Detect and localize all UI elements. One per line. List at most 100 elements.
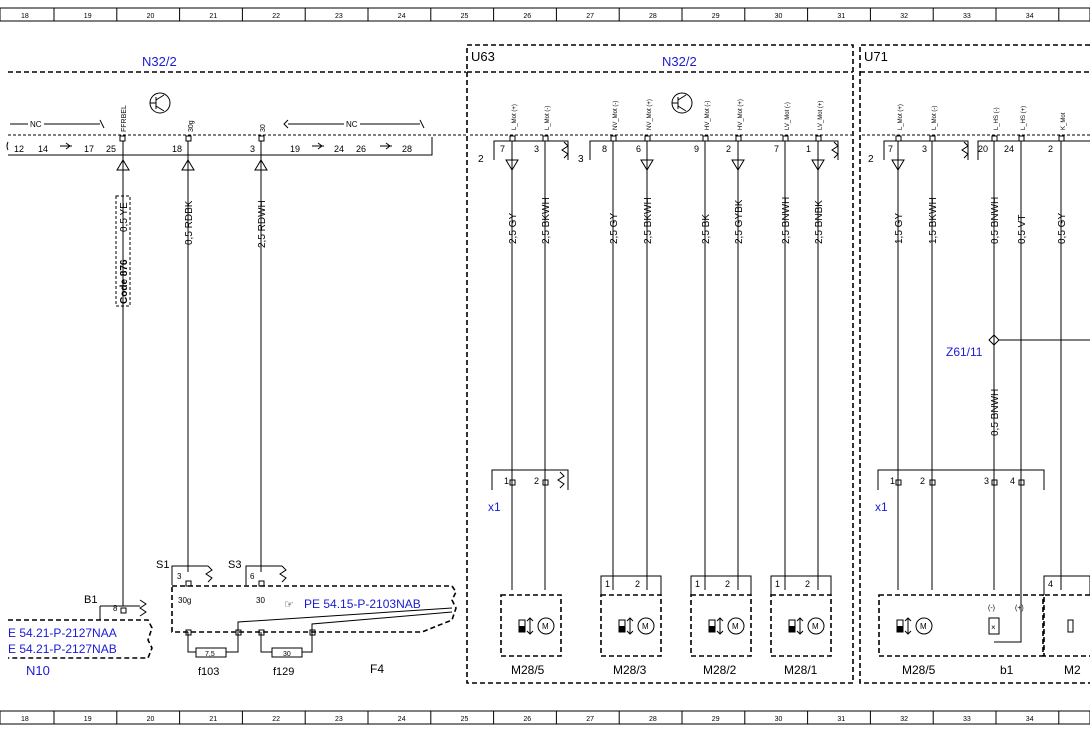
wire-label: 0,5 GY (1057, 213, 1068, 244)
wire-label: 1,5 BKWH (928, 197, 939, 244)
ref-naa-link[interactable]: E 54.21-P-2127NAA (8, 626, 117, 640)
svg-text:3: 3 (177, 572, 182, 581)
svg-text:3: 3 (534, 144, 539, 154)
u63-wire: NV_Mot (-) 2,5 GY (609, 101, 620, 590)
svg-text:2: 2 (1048, 144, 1053, 154)
motor-pin: 1 (695, 579, 700, 589)
pin-12: 12 (14, 144, 24, 154)
grid-col-label: 32 (900, 13, 908, 20)
svg-text:M: M (642, 622, 649, 631)
pin-label: L_Mot (+) (512, 104, 518, 130)
svg-text:1: 1 (806, 144, 811, 154)
wire-label: 2,5 GY (508, 213, 519, 244)
x1-connector-right: 1 2 3 4 x1 (875, 469, 1045, 514)
svg-text:30g: 30g (178, 596, 191, 605)
pin-30g-label: 30g (188, 120, 195, 132)
u71-wire: L_Mot (-)1,5 BKWH (928, 106, 939, 590)
n10-box: B1 8 E 54.21-P-2127NAA E 54.21-P-2127NAB… (8, 594, 153, 678)
grid-col-label: 29 (712, 13, 720, 20)
motor-label: M2 (1064, 663, 1081, 677)
wire-0-5-ye: 0,5 YE (119, 202, 130, 232)
grid-col-label: 18 (21, 13, 29, 20)
motor-box: M (500, 594, 562, 657)
pin-label: L_Mot (+) (898, 104, 904, 130)
svg-text:20: 20 (978, 144, 988, 154)
u71-wire: L_Mot (+) 1,5 GY (891, 104, 905, 590)
svg-text:7: 7 (888, 144, 893, 154)
svg-text:9: 9 (694, 144, 699, 154)
wire-label: 1,5 GY (894, 213, 905, 244)
svg-text:7: 7 (500, 144, 505, 154)
u71-wire: L_HS (+)0,5 VT (1017, 106, 1028, 590)
u71-wire: L_HS (-)0,5 BNWH (990, 107, 1001, 590)
n32-2-right-label: N32/2 (662, 54, 697, 69)
grid-col-label: 34 (1026, 716, 1034, 723)
svg-text:M: M (812, 622, 819, 631)
nc-label-right: NC (346, 120, 358, 129)
wire-label: 2,5 GY (609, 213, 620, 244)
x1-connector-left: 1 2 x1 (488, 469, 569, 514)
u63-connector: 2 7 3 3 8 6 9 2 7 1 (470, 92, 852, 165)
grid-col-label: 33 (963, 13, 971, 20)
svg-text:4: 4 (1010, 476, 1015, 486)
u63-box (466, 44, 854, 684)
grid-col-label: 28 (649, 13, 657, 20)
svg-text:3: 3 (922, 144, 927, 154)
u63-wire: LV_Mot (-)2,5 BNWH (781, 102, 792, 590)
motor-icon (807, 617, 825, 635)
grid-col-label: 27 (586, 13, 594, 20)
pin-label: K_Mot (1061, 112, 1067, 130)
u63-wire: L_Mot (+) 2,5 GY (505, 104, 519, 590)
pin-label: L_HS (+) (1021, 106, 1027, 130)
ref-pe-link[interactable]: PE 54.15-P-2103NAB (304, 597, 421, 611)
wire-label: 2,5 BKWH (643, 197, 654, 244)
grid-col-label: 34 (1026, 13, 1034, 20)
wire-label: 2,5 BNWH (781, 197, 792, 244)
motor-label: M28/3 (613, 663, 647, 677)
svg-text:7: 7 (774, 144, 779, 154)
pin-label: HV_Mot (+) (738, 99, 744, 130)
b1-label: B1 (84, 594, 97, 606)
grid-col-label: 18 (21, 716, 29, 723)
n32-2-left-label: N32/2 (142, 54, 177, 69)
s3-label: S3 (228, 559, 241, 571)
f103-label: f103 (198, 666, 219, 678)
motor-icon (637, 617, 655, 635)
left-wires: 0,5 YE Code 876 0,5 RDBK 2,5 RDWH (115, 141, 268, 606)
svg-text:30: 30 (283, 651, 291, 658)
x1-left-label: x1 (488, 500, 501, 514)
grid-col-label: 33 (963, 716, 971, 723)
motor-pin: 1 (775, 579, 780, 589)
svg-text:2: 2 (868, 154, 874, 165)
pin-label: L_HS (-) (994, 107, 1000, 130)
z61-11-label: Z61/11 (946, 345, 983, 359)
motor-pin: 2 (635, 579, 640, 589)
ref-nab-link[interactable]: E 54.21-P-2127NAB (8, 642, 117, 656)
code-876-label: Code 876 (119, 259, 130, 304)
pin-3: 3 (250, 144, 255, 154)
svg-text:M: M (920, 622, 927, 631)
pointing-hand-icon: ☞ (284, 599, 294, 611)
grid-col-label: 24 (398, 13, 406, 20)
svg-text:2: 2 (478, 154, 484, 165)
motor-box: 4 (1043, 575, 1090, 657)
grid-col-label: 21 (209, 716, 217, 723)
motor-label: M28/1 (784, 663, 818, 677)
u63-wire: LV_Mot (+)2,5 BNBK (811, 101, 825, 590)
b1-sensor (988, 617, 1000, 635)
motor-pin: 2 (725, 579, 730, 589)
svg-text:1: 1 (890, 476, 895, 486)
svg-text:1: 1 (504, 476, 509, 486)
pin-label: NV_Mot (-) (613, 101, 619, 130)
f129-label: f129 (273, 666, 294, 678)
svg-text:8: 8 (113, 604, 118, 613)
svg-text:24: 24 (1004, 144, 1014, 154)
u63-label: U63 (471, 49, 495, 64)
grid-col-label: 26 (523, 13, 531, 20)
motor-label: M28/5 (902, 663, 936, 677)
wire-0-5-rdbk: 0,5 RDBK (184, 200, 195, 245)
svg-text:2: 2 (534, 476, 539, 486)
